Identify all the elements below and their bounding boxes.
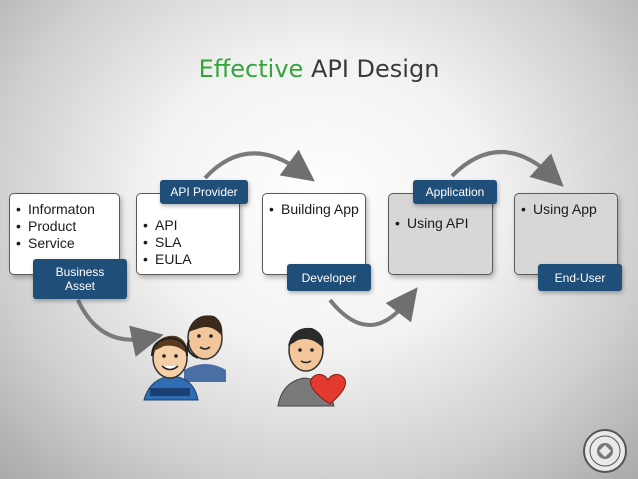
seal-logo: [583, 429, 627, 473]
title-rest: API Design: [303, 55, 440, 83]
developer-heart-icon: [277, 327, 346, 407]
label-business-asset: Business Asset: [33, 259, 127, 299]
label-developer: Developer: [287, 264, 371, 291]
label-api-provider: API Provider: [160, 180, 248, 204]
curved-arrow-icon: [76, 299, 164, 357]
page-title: Effective API Design: [0, 55, 638, 83]
curved-arrow-icon: [203, 149, 315, 182]
stage-item: Service: [16, 235, 113, 252]
label-application: Application: [413, 180, 497, 204]
call-center-agents-icon: [143, 315, 226, 401]
stage-item: Using API: [395, 215, 486, 232]
title-accent: Effective: [198, 55, 304, 83]
curved-arrow-icon: [328, 287, 418, 327]
stage-api-provider: API SLA EULA: [136, 193, 240, 275]
label-end-user: End-User: [538, 264, 622, 291]
stage-item: API: [143, 217, 233, 234]
stage-item: SLA: [143, 234, 233, 251]
stage-developer: Building App: [262, 193, 366, 275]
stage-item: EULA: [143, 251, 233, 268]
stage-item: Using App: [521, 201, 611, 218]
stage-item: Building App: [269, 201, 359, 218]
curved-arrow-icon: [450, 150, 564, 187]
stage-item: Product: [16, 218, 113, 235]
stage-item: Informaton: [16, 201, 113, 218]
stage-end-user: Using App: [514, 193, 618, 275]
stage-application: Using API: [388, 193, 493, 275]
